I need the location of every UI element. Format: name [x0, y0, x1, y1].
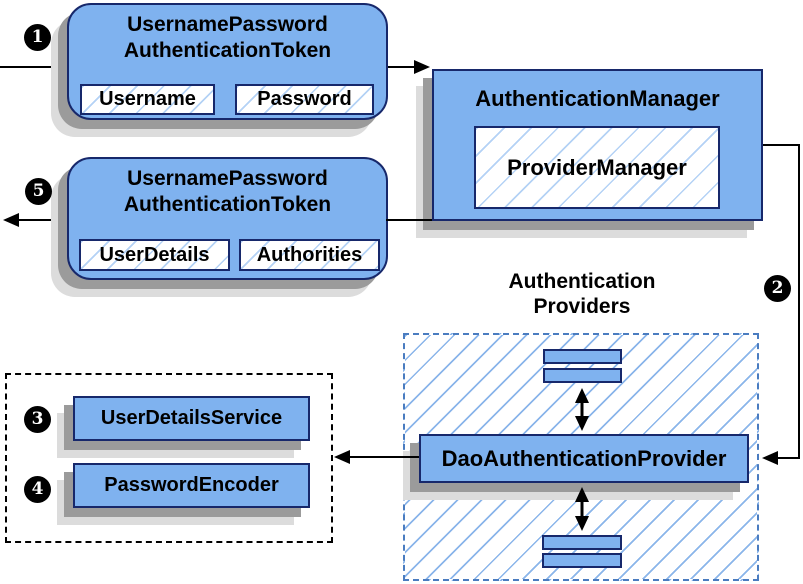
- response-token-title: UsernamePassword AuthenticationToken: [69, 166, 386, 218]
- step-badge-2: 2: [764, 275, 791, 302]
- provider-bar-top-1: [543, 349, 622, 364]
- authorities-field-box: Authorities: [239, 239, 380, 271]
- authentication-manager-box: AuthenticationManager ProviderManager: [432, 69, 763, 221]
- user-details-service-box: UserDetailsService: [73, 396, 310, 441]
- request-token-title-line2: AuthenticationToken: [123, 39, 332, 62]
- username-field-box: Username: [80, 84, 215, 115]
- dao-authentication-provider-box: DaoAuthenticationProvider: [419, 434, 749, 483]
- step-badge-5: 5: [25, 178, 52, 205]
- manager-to-provider-arrow: [762, 144, 800, 465]
- response-token-title-line1: UsernamePassword: [127, 167, 328, 190]
- provider-bar-bottom-2: [542, 553, 622, 568]
- step-badge-3: 3: [24, 406, 51, 433]
- arrowhead-left-icon: [3, 213, 19, 227]
- arrowhead-left-icon: [334, 450, 350, 464]
- authentication-providers-heading-line2: Providers: [533, 295, 631, 318]
- response-token-box: UsernamePassword AuthenticationToken Use…: [67, 157, 388, 280]
- provider-bar-top-2: [543, 368, 622, 383]
- authentication-providers-heading-line1: Authentication: [508, 270, 656, 293]
- request-token-title-line1: UsernamePassword: [127, 13, 328, 36]
- password-field-box: Password: [235, 84, 374, 115]
- request-token-title: UsernamePassword AuthenticationToken: [69, 12, 386, 64]
- step-badge-1: 1: [24, 24, 51, 51]
- arrowhead-left-icon: [762, 451, 778, 465]
- provider-manager-box: ProviderManager: [474, 126, 720, 209]
- authentication-providers-heading: Authentication Providers: [457, 269, 707, 319]
- userdetails-field-box: UserDetails: [79, 239, 230, 271]
- response-token-title-line2: AuthenticationToken: [123, 193, 332, 216]
- collaborators-container: [5, 373, 333, 543]
- request-token-box: UsernamePassword AuthenticationToken Use…: [67, 3, 388, 120]
- provider-bar-bottom-1: [542, 535, 622, 550]
- arrowhead-right-icon: [414, 60, 430, 74]
- step-badge-4: 4: [24, 476, 51, 503]
- authentication-manager-title: AuthenticationManager: [475, 86, 720, 111]
- password-encoder-box: PasswordEncoder: [73, 463, 310, 508]
